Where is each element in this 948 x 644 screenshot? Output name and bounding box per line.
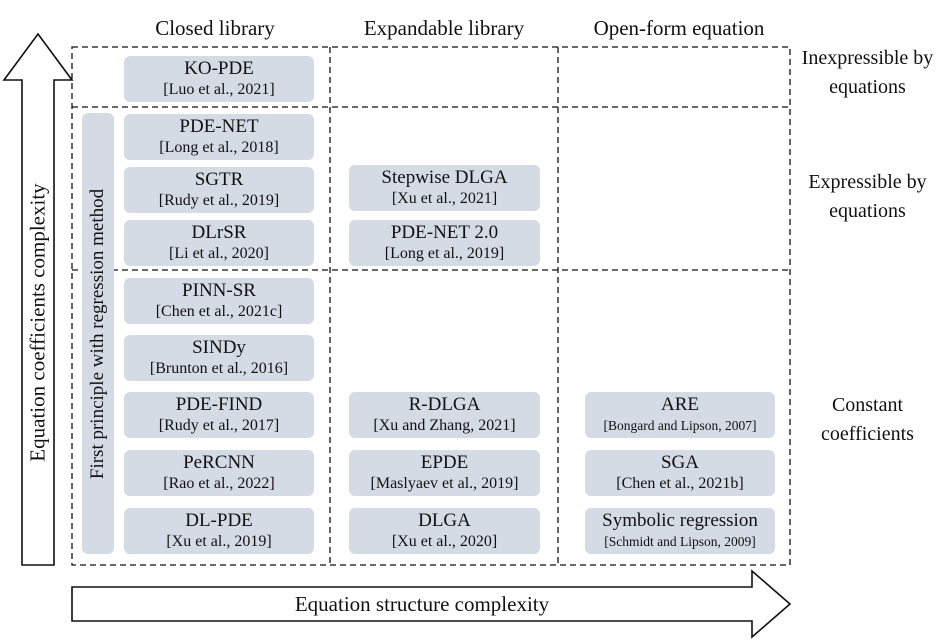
method-box-pinn-sr: PINN-SR [Chen et al., 2021c] [124,278,314,324]
method-name: EPDE [420,452,469,473]
method-box-dl-pde: DL-PDE [Xu et al., 2019] [124,508,314,554]
method-citation: [Long et al., 2018] [159,139,279,156]
method-citation: [Rao et al., 2022] [163,475,275,492]
method-citation: [Xu and Zhang, 2021] [373,417,516,434]
method-citation: [Xu et al., 2020] [391,533,498,550]
method-name: PeRCNN [183,452,255,473]
method-citation: [Li et al., 2020] [169,245,269,262]
method-name: Symbolic regression [602,510,758,531]
column-header-closed-library: Closed library [155,16,275,40]
method-name: SGTR [194,169,244,190]
method-box-sgtr: SGTR [Rudy et al., 2019] [124,167,314,213]
row-label-expressible: Expressible by equations [808,171,927,222]
y-axis-label: Equation coefficients complexity [25,183,50,462]
method-box-pde-find: PDE-FIND [Rudy et al., 2017] [124,392,314,438]
x-axis-arrow [71,569,792,639]
method-name: DL-PDE [185,510,253,531]
method-citation: [Bongard and Lipson, 2007] [603,418,757,433]
method-citation: [Chen et al., 2021b] [616,475,744,492]
y-axis-arrow [2,32,74,566]
column-header-expandable-library: Expandable library [363,16,525,40]
method-name: PDE-NET 2.0 [390,222,499,243]
method-citation: [Rudy et al., 2017] [158,417,280,434]
first-principle-regression-label: First principle with regression method [87,188,109,479]
method-name: R-DLGA [408,394,481,415]
method-citation: [Luo et al., 2021] [163,81,275,98]
method-name: SINDy [192,337,246,358]
method-box-r-dlga: R-DLGA [Xu and Zhang, 2021] [349,392,540,438]
method-citation: [Schmidt and Lipson, 2009] [604,534,756,549]
method-box-symbolic-regression: Symbolic regression [Schmidt and Lipson,… [585,508,775,554]
first-principle-regression-box: First principle with regression method [82,113,114,554]
y-axis-label-wrap: Equation coefficients complexity [22,80,54,565]
method-citation: [Brunton et al., 2016] [149,360,289,377]
method-box-sindy: SINDy [Brunton et al., 2016] [124,335,314,381]
method-box-epde: EPDE [Maslyaev et al., 2019] [349,450,540,496]
method-citation: [Xu et al., 2021] [391,190,498,207]
method-box-pde-net-2: PDE-NET 2.0 [Long et al., 2019] [349,220,540,266]
method-name: PINN-SR [182,280,256,301]
method-name: SGA [660,452,699,473]
method-box-ko-pde: KO-PDE [Luo et al., 2021] [124,56,314,102]
method-box-dlrsr: DLrSR [Li et al., 2020] [124,220,314,266]
method-box-dlga: DLGA [Xu et al., 2020] [349,508,540,554]
method-name: PDE-NET [179,116,259,137]
method-citation: [Maslyaev et al., 2019] [370,475,519,492]
method-name: PDE-FIND [175,394,263,415]
method-box-sga: SGA [Chen et al., 2021b] [585,450,775,496]
method-box-pde-net: PDE-NET [Long et al., 2018] [124,114,314,160]
method-name: KO-PDE [184,58,254,79]
row-label-inexpressible: Inexpressible by equations [801,47,934,98]
method-name: DLGA [418,510,471,531]
method-citation: [Long et al., 2019] [384,245,505,262]
method-citation: [Xu et al., 2019] [166,533,272,550]
method-box-percnn: PeRCNN [Rao et al., 2022] [124,450,314,496]
method-name: DLrSR [191,222,247,243]
method-citation: [Chen et al., 2021c] [155,303,283,320]
row-label-constant: Constant coefficients [821,394,914,445]
x-axis-label: Equation structure complexity [294,592,550,616]
method-name: Stepwise DLGA [381,167,508,188]
method-citation: [Rudy et al., 2019] [158,192,280,209]
method-name: ARE [661,394,699,415]
column-header-open-form-equation: Open-form equation [593,16,765,40]
method-box-stepwise-dlga: Stepwise DLGA [Xu et al., 2021] [349,165,540,211]
grid-outer-border [71,46,791,566]
method-box-are: ARE [Bongard and Lipson, 2007] [585,392,775,438]
